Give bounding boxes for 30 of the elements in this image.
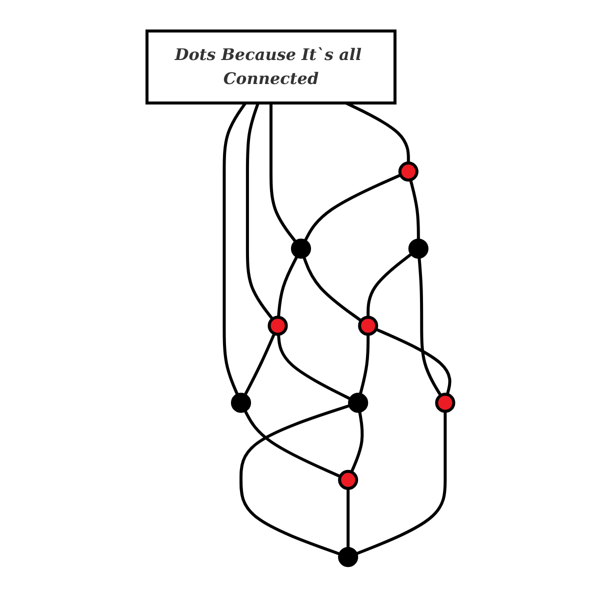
connector [269,102,297,243]
connector [222,102,246,396]
connector [276,256,298,318]
connector [303,174,401,242]
node-circle [290,238,311,259]
node-circle [267,316,288,336]
connector [239,404,350,556]
connector [346,488,350,548]
node-circle [408,238,428,259]
connector [350,410,364,473]
node-box: Dots Because It`s all Connected [145,29,396,104]
connector [408,179,420,240]
connector [374,328,451,395]
connector [358,334,370,395]
connector [302,256,362,322]
connector [366,252,412,318]
connector [344,102,410,163]
node-circle [434,392,455,413]
node-circle [338,470,358,490]
connector [243,410,341,478]
connector [417,257,442,396]
node-circle [348,392,368,413]
node-circle [338,546,358,568]
connector [243,332,276,396]
node-circle [398,161,418,182]
connector [355,411,446,556]
node-circle [358,316,378,336]
connector [276,334,351,400]
node-circle [230,392,251,413]
connector [246,102,274,320]
